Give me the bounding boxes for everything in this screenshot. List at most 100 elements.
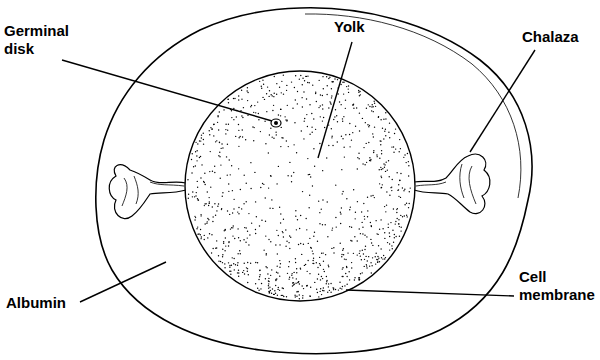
stipple-dot — [243, 107, 244, 108]
stipple-dot — [343, 116, 344, 117]
stipple-dot — [247, 231, 248, 232]
stipple-dot — [218, 255, 219, 256]
stipple-dot — [238, 213, 239, 214]
stipple-dot — [327, 292, 328, 293]
stipple-dot — [237, 211, 238, 212]
stipple-dot — [249, 234, 250, 235]
stipple-dot — [368, 142, 369, 143]
stipple-dot — [396, 172, 397, 173]
stipple-dot — [373, 152, 374, 153]
stipple-dot — [268, 187, 269, 188]
stipple-dot — [333, 252, 334, 253]
stipple-dot — [378, 245, 379, 246]
stipple-dot — [266, 253, 267, 254]
stipple-dot — [198, 233, 199, 234]
stipple-dot — [212, 216, 213, 217]
stipple-dot — [402, 216, 403, 217]
stipple-dot — [322, 104, 323, 105]
stipple-dot — [319, 257, 320, 258]
stipple-dot — [294, 122, 295, 123]
stipple-dot — [352, 104, 353, 105]
stipple-dot — [255, 201, 256, 202]
stipple-dot — [303, 244, 304, 245]
stipple-dot — [375, 256, 376, 257]
stipple-dot — [204, 235, 205, 236]
stipple-dot — [281, 127, 282, 128]
stipple-dot — [312, 185, 313, 186]
stipple-dot — [320, 279, 321, 280]
stipple-dot — [196, 228, 197, 229]
stipple-dot — [300, 243, 301, 244]
stipple-dot — [278, 235, 279, 236]
stipple-dot — [352, 132, 353, 133]
stipple-dot — [197, 143, 198, 144]
stipple-dot — [276, 183, 277, 184]
stipple-dot — [404, 204, 405, 205]
stipple-dot — [240, 240, 241, 241]
stipple-dot — [245, 242, 246, 243]
stipple-dot — [290, 237, 291, 238]
stipple-dot — [367, 210, 368, 211]
stipple-dot — [188, 198, 189, 199]
stipple-dot — [276, 272, 277, 273]
stipple-dot — [286, 120, 287, 121]
stipple-dot — [292, 282, 293, 283]
stipple-dot — [269, 292, 270, 293]
stipple-dot — [380, 119, 381, 120]
stipple-dot — [205, 203, 206, 204]
stipple-dot — [338, 289, 339, 290]
stipple-dot — [327, 201, 328, 202]
stipple-dot — [300, 267, 301, 268]
stipple-dot — [208, 219, 209, 220]
stipple-dot — [379, 140, 380, 141]
stipple-dot — [407, 153, 408, 154]
stipple-dot — [214, 203, 215, 204]
stipple-dot — [385, 112, 386, 113]
stipple-dot — [243, 270, 244, 271]
stipple-dot — [229, 265, 230, 266]
stipple-dot — [203, 133, 204, 134]
stipple-dot — [213, 124, 214, 125]
stipple-dot — [326, 283, 327, 284]
stipple-dot — [207, 237, 208, 238]
stipple-dot — [225, 129, 226, 130]
stipple-dot — [232, 227, 233, 228]
stipple-dot — [331, 128, 332, 129]
stipple-dot — [380, 187, 381, 188]
stipple-dot — [374, 197, 375, 198]
stipple-dot — [306, 76, 307, 77]
stipple-dot — [280, 213, 281, 214]
stipple-dot — [277, 289, 278, 290]
stipple-dot — [233, 258, 234, 259]
stipple-dot — [363, 203, 364, 204]
stipple-dot — [303, 91, 304, 92]
stipple-dot — [382, 184, 383, 185]
stipple-dot — [398, 223, 399, 224]
stipple-dot — [212, 171, 213, 172]
stipple-dot — [359, 250, 360, 251]
stipple-dot — [359, 91, 360, 92]
stipple-dot — [351, 267, 352, 268]
stipple-dot — [244, 263, 245, 264]
stipple-dot — [194, 219, 195, 220]
stipple-dot — [318, 107, 319, 108]
stipple-dot — [357, 157, 358, 158]
stipple-dot — [368, 104, 369, 105]
stipple-dot — [296, 272, 297, 273]
stipple-dot — [197, 199, 198, 200]
stipple-dot — [322, 76, 323, 77]
stipple-dot — [234, 98, 235, 99]
stipple-dot — [294, 283, 295, 284]
stipple-dot — [276, 230, 277, 231]
stipple-dot — [341, 207, 342, 208]
stipple-dot — [349, 134, 350, 135]
stipple-dot — [409, 191, 410, 192]
stipple-dot — [369, 157, 370, 158]
stipple-dot — [217, 116, 218, 117]
stipple-dot — [323, 290, 324, 291]
stipple-dot — [289, 162, 290, 163]
stipple-dot — [209, 134, 210, 135]
stipple-dot — [283, 236, 284, 237]
stipple-dot — [324, 127, 325, 128]
stipple-dot — [343, 254, 344, 255]
